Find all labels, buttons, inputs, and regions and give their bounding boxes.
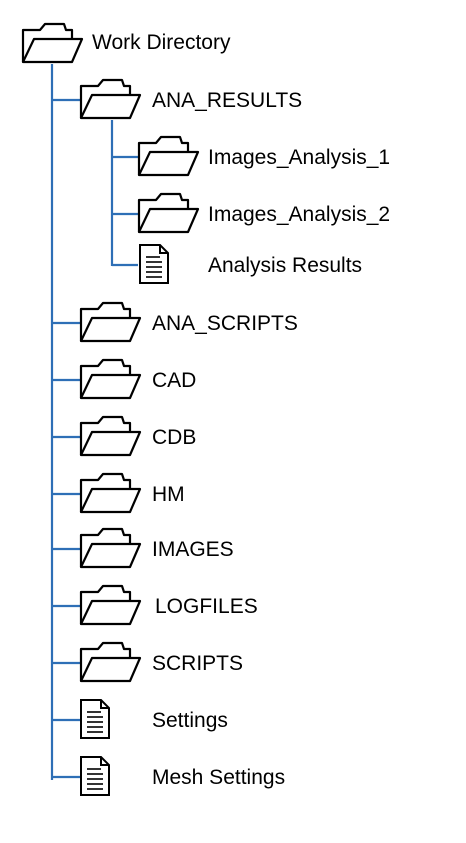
file-label-mesh-settings[interactable]: Mesh Settings	[152, 766, 286, 789]
root-folder-label[interactable]: Work Directory	[92, 31, 231, 54]
folder-label-images-analysis-1[interactable]: Images_Analysis_1	[208, 146, 391, 169]
tree-icons	[21, 22, 200, 796]
images-analysis-2-folder-icon	[137, 192, 200, 234]
file-label-settings[interactable]: Settings	[152, 709, 228, 732]
ana-scripts-folder-icon	[79, 301, 142, 343]
images-folder-icon	[79, 527, 142, 569]
cdb-folder-icon	[79, 415, 142, 457]
folder-label-scripts[interactable]: SCRIPTS	[152, 652, 244, 675]
tree-connectors	[50, 64, 138, 780]
folder-label-cdb[interactable]: CDB	[152, 426, 197, 449]
folder-label-hm[interactable]: HM	[152, 483, 185, 506]
images-analysis-1-folder-icon	[137, 135, 200, 177]
folder-label-images-analysis-2[interactable]: Images_Analysis_2	[208, 203, 391, 226]
mesh-settings-document-icon	[80, 756, 110, 796]
folder-label-ana-results[interactable]: ANA_RESULTS	[152, 89, 303, 112]
logfiles-folder-icon	[79, 584, 142, 626]
root-folder-icon	[21, 22, 84, 64]
hm-folder-icon	[79, 472, 142, 514]
folder-label-logfiles[interactable]: LOGFILES	[155, 595, 258, 618]
settings-document-icon	[80, 699, 110, 739]
folder-label-ana-scripts[interactable]: ANA_SCRIPTS	[152, 312, 298, 335]
analysis-results-document-icon	[139, 244, 169, 284]
file-label-analysis-results[interactable]: Analysis Results	[208, 254, 363, 277]
folder-label-images[interactable]: IMAGES	[152, 538, 234, 561]
ana-results-folder-icon	[79, 78, 142, 120]
cad-folder-icon	[79, 358, 142, 400]
folder-label-cad[interactable]: CAD	[152, 369, 197, 392]
scripts-folder-icon	[79, 641, 142, 683]
